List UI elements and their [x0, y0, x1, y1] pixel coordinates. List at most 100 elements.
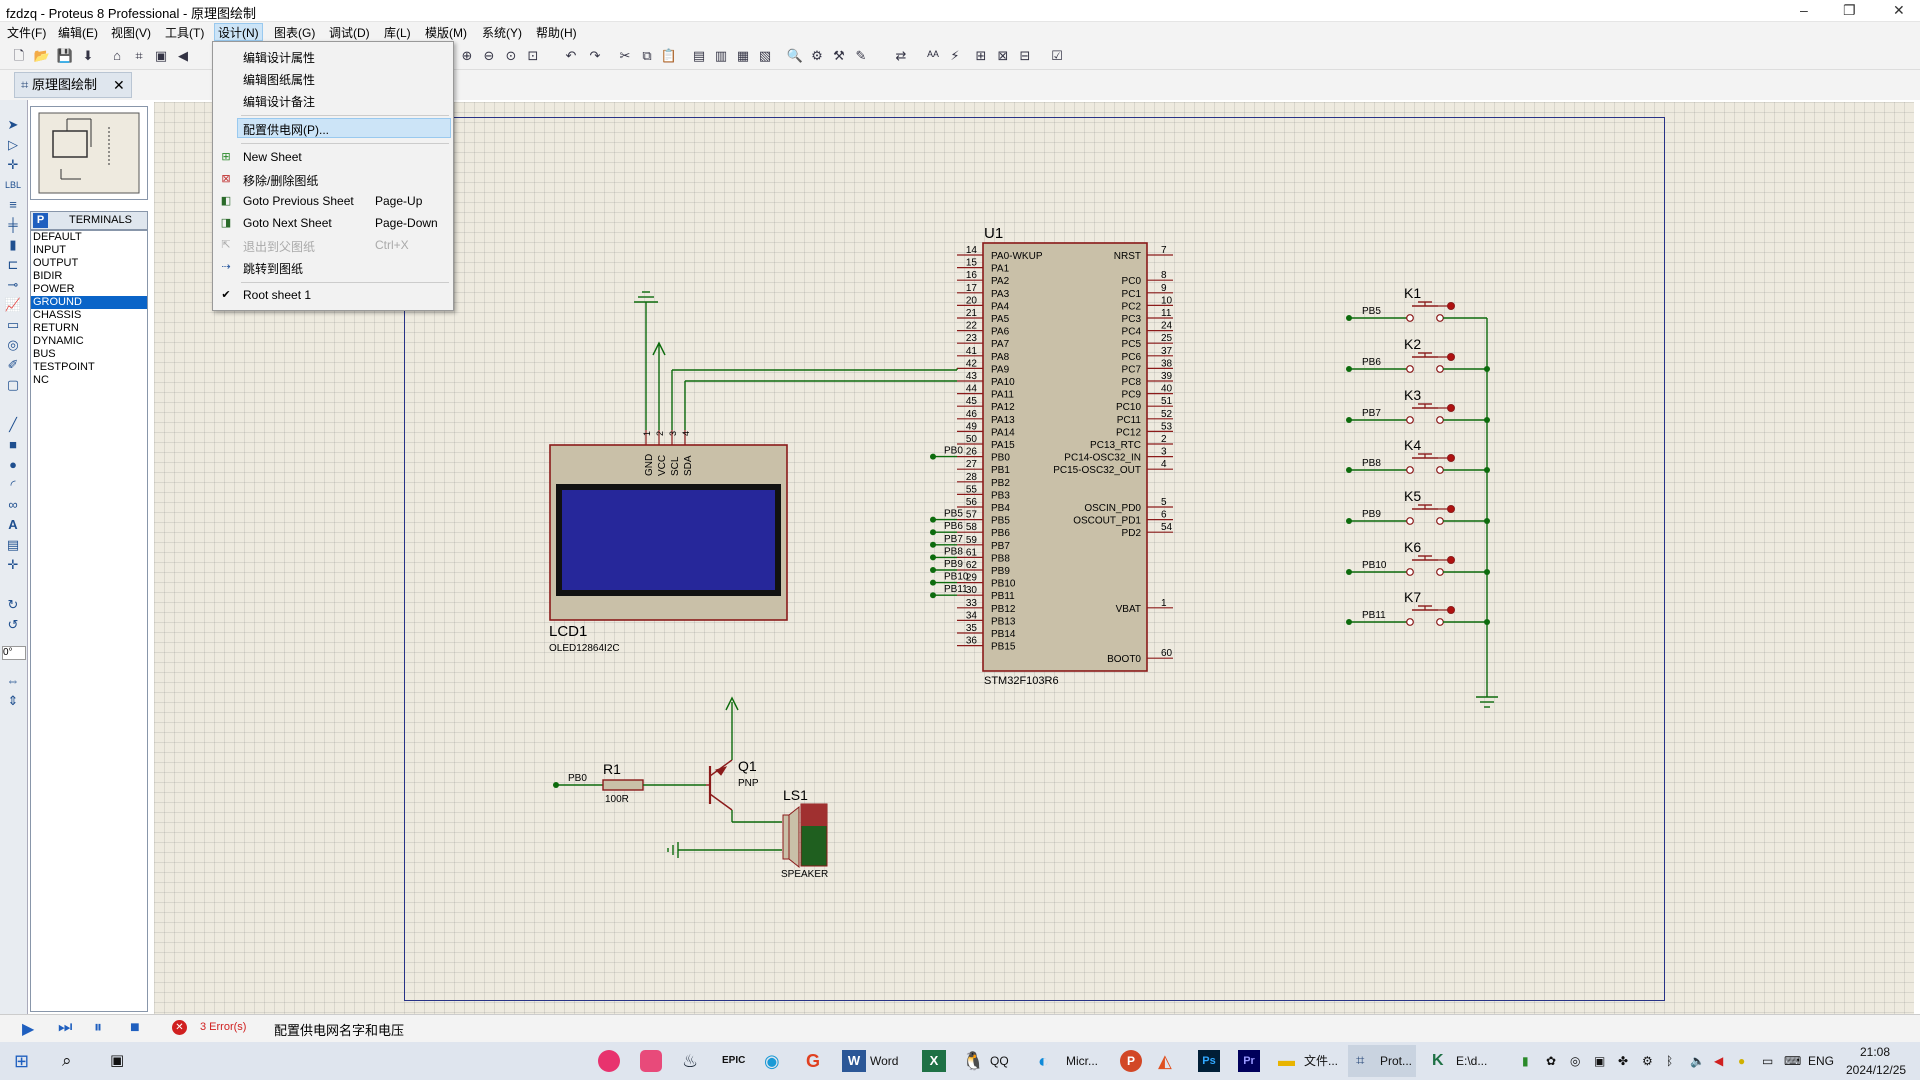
new-sheet-icon[interactable]: ⊞	[975, 48, 987, 63]
make-device-icon[interactable]: ⚙	[811, 48, 823, 63]
menu-edit[interactable]: 编辑(E)	[58, 26, 98, 40]
text-script-icon[interactable]: ≡	[9, 197, 17, 212]
step-icon[interactable]: ⏭	[58, 1019, 73, 1036]
menu-template[interactable]: 模版(M)	[425, 26, 467, 40]
decompose-icon[interactable]: ✎	[855, 48, 867, 63]
list-item[interactable]: DYNAMIC	[33, 335, 84, 347]
circle-icon[interactable]: ●	[9, 457, 17, 472]
list-item[interactable]: OUTPUT	[33, 257, 79, 269]
tape-recorder-icon[interactable]: ▭	[6, 317, 20, 332]
list-item[interactable]: DEFAULT	[33, 231, 82, 243]
tray-icon[interactable]: ✤	[1618, 1054, 1629, 1068]
block-rotate-icon[interactable]: ▦	[736, 48, 750, 63]
pick-device-icon[interactable]: 🔍	[786, 48, 804, 63]
rotation-field[interactable]: 0°	[2, 646, 26, 660]
mirror-x-icon[interactable]: ⇔	[6, 673, 20, 688]
rotate-cw-icon[interactable]: ↻	[7, 597, 19, 612]
edge-icon[interactable]: ◐	[1038, 1051, 1049, 1071]
paste-icon[interactable]: 📋	[660, 48, 678, 63]
list-item[interactable]: BUS	[33, 348, 56, 360]
wire-label-icon[interactable]: LBL	[4, 180, 21, 190]
menu-graph[interactable]: 图表(G)	[274, 26, 316, 40]
menu-library[interactable]: 库(L)	[384, 26, 411, 40]
menu-item-edit-design-notes[interactable]: 编辑设计备注	[243, 95, 316, 109]
block-delete-icon[interactable]: ▧	[758, 48, 772, 63]
taskbar-word[interactable]: Word	[870, 1054, 899, 1068]
menu-view[interactable]: 视图(V)	[111, 26, 151, 40]
qq-icon[interactable]: 🐧	[962, 1051, 985, 1071]
generator-mode-icon[interactable]: ◎	[7, 337, 19, 352]
search-tag-icon[interactable]: ᴬᴬ	[927, 48, 939, 63]
minimize-button[interactable]: –	[1800, 2, 1808, 18]
open-icon[interactable]: 📂	[33, 48, 51, 63]
package-icon[interactable]: ⚒	[833, 48, 845, 63]
tab-close-icon[interactable]: ✕	[113, 77, 125, 93]
menu-file[interactable]: 文件(F)	[7, 26, 47, 40]
list-item[interactable]: CHASSIS	[33, 309, 82, 321]
graph-mode-icon[interactable]: 📈	[4, 297, 22, 312]
schematic-icon[interactable]: ⌗	[135, 48, 143, 63]
pause-icon[interactable]: ⏸	[94, 1019, 103, 1036]
music-app-icon[interactable]	[598, 1050, 620, 1072]
search-icon[interactable]: ⌕	[62, 1051, 72, 1070]
menu-design[interactable]: 设计(N)	[214, 23, 263, 41]
taskbar-qq[interactable]: QQ	[990, 1054, 1009, 1068]
text-icon[interactable]: A	[8, 517, 18, 532]
bluetooth-icon[interactable]: ᛒ	[1666, 1054, 1674, 1068]
task-view-icon[interactable]: ▣	[110, 1052, 125, 1069]
taskbar-edge[interactable]: Micr...	[1066, 1054, 1098, 1068]
menu-item-new-sheet[interactable]: New Sheet	[243, 150, 302, 164]
close-window-button[interactable]: ✕	[1893, 2, 1905, 18]
powerpoint-icon[interactable]: P	[1120, 1050, 1142, 1072]
tray-icon[interactable]: ◎	[1570, 1054, 1581, 1068]
google-icon[interactable]: G	[806, 1051, 821, 1071]
menu-item-root-sheet[interactable]: Root sheet 1	[243, 288, 312, 302]
virtual-instrument-icon[interactable]: ▢	[6, 377, 20, 392]
tray-icon[interactable]: ✿	[1546, 1054, 1557, 1068]
browser-icon[interactable]: ◉	[764, 1051, 780, 1071]
list-item[interactable]: NC	[33, 374, 49, 386]
list-item[interactable]: TESTPOINT	[33, 361, 95, 373]
tray-icon[interactable]: ▣	[1594, 1054, 1606, 1068]
home-icon[interactable]: ⌂	[113, 48, 121, 63]
pick-button[interactable]: P	[33, 213, 48, 228]
copy-icon[interactable]: ⧉	[642, 48, 652, 63]
path-icon[interactable]: ∞	[8, 497, 18, 512]
stop-icon[interactable]: ■	[130, 1019, 140, 1036]
tray-icon[interactable]: ●	[1738, 1054, 1746, 1068]
menu-help[interactable]: 帮助(H)	[536, 26, 577, 40]
subcircuit-icon[interactable]: ▮	[9, 237, 17, 252]
component-mode-icon[interactable]: ▷	[8, 137, 18, 152]
terminals-mode-icon[interactable]: ⊏	[7, 257, 19, 272]
save-icon[interactable]: 💾	[56, 48, 74, 63]
wire-autorouter-icon[interactable]: ⇄	[895, 48, 907, 63]
zoom-in-icon[interactable]: ⊕	[461, 48, 473, 63]
menu-item-goto-next-sheet[interactable]: Goto Next Sheet	[243, 216, 332, 230]
keyboard-icon[interactable]: ⌨	[1784, 1054, 1802, 1068]
matlab-icon[interactable]: ◭	[1158, 1051, 1172, 1071]
remove-sheet-icon[interactable]: ⊠	[997, 48, 1009, 63]
proteus-icon[interactable]: ⌗	[1356, 1052, 1365, 1069]
box-icon[interactable]: ■	[9, 437, 17, 452]
mirror-y-icon[interactable]: ⇕	[7, 693, 19, 708]
new-icon[interactable]: 🗋	[13, 48, 25, 63]
menu-item-goto-previous-sheet[interactable]: Goto Previous Sheet	[243, 194, 354, 208]
selection-mode-icon[interactable]: ➤	[7, 117, 19, 132]
list-item[interactable]: BIDIR	[33, 270, 63, 282]
list-item[interactable]: POWER	[33, 283, 75, 295]
symbol-icon[interactable]: ▤	[6, 537, 20, 552]
start-icon[interactable]: ⊞	[14, 1051, 30, 1071]
cut-icon[interactable]: ✂	[619, 48, 631, 63]
marker-icon[interactable]: ✛	[7, 557, 19, 572]
back-icon[interactable]: ◀	[178, 48, 188, 63]
steam-icon[interactable]: ♨	[682, 1051, 699, 1071]
play-icon[interactable]: ▶	[22, 1021, 35, 1038]
tab-schematic[interactable]: ⌗ 原理图绘制 ✕	[14, 72, 132, 98]
pcb-icon[interactable]: ▣	[154, 48, 168, 63]
import-icon[interactable]: ⬇	[82, 48, 94, 63]
tray-icon[interactable]: ◀	[1714, 1054, 1724, 1068]
undo-icon[interactable]: ↶	[565, 48, 577, 63]
error-icon[interactable]: ✕	[172, 1020, 187, 1035]
menu-item-edit-design-props[interactable]: 编辑设计属性	[243, 51, 316, 65]
junction-dot-icon[interactable]: ✛	[7, 157, 19, 172]
